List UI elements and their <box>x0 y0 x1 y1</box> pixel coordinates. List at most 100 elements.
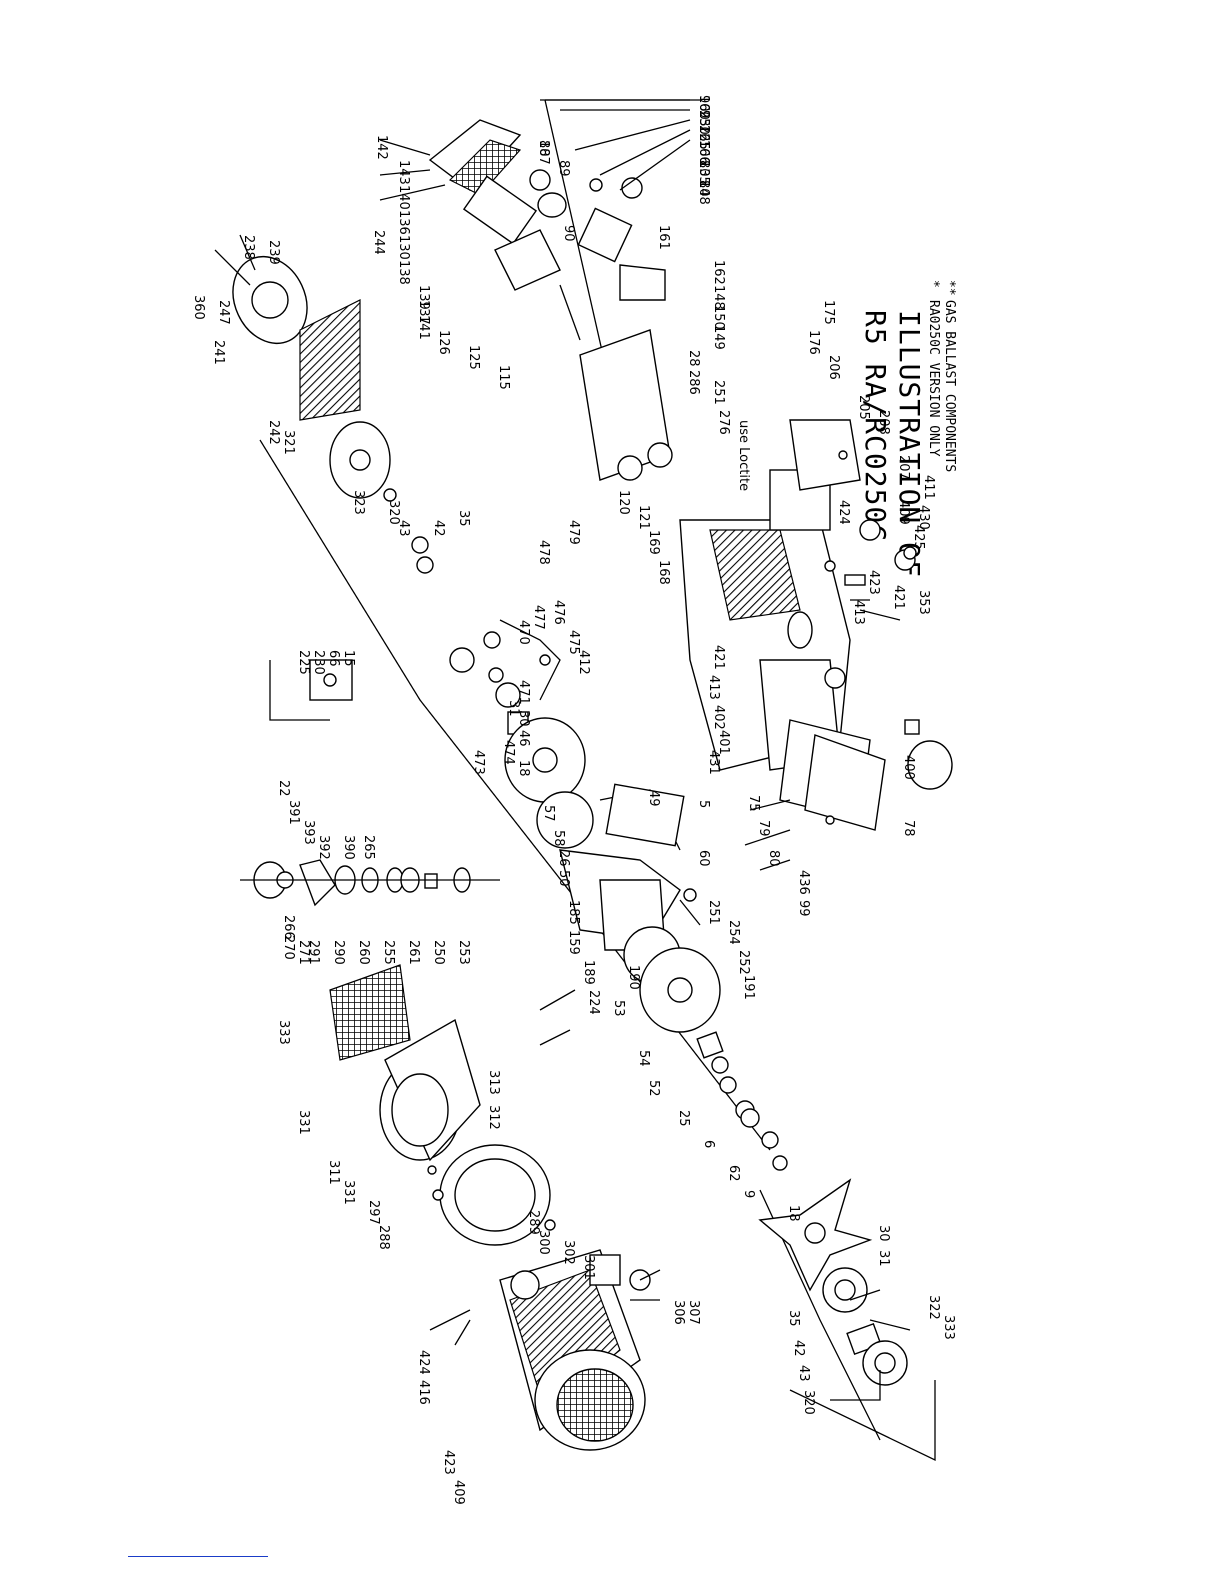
pump-body <box>679 419 861 771</box>
part-callout-477: 477 <box>531 605 546 630</box>
part-callout-150: 150 <box>711 305 726 330</box>
part-callout-242: 242 <box>266 420 281 445</box>
valve-stack <box>240 859 500 907</box>
part-callout-265: 265 <box>361 835 376 860</box>
part-callout-402: 402 <box>711 705 726 730</box>
part-callout-30: 30 <box>516 710 531 727</box>
note-text-2: GAS BALLAST COMPONENTS <box>942 300 957 472</box>
part-callout-331: 331 <box>296 1110 311 1135</box>
part-callout-261: 261 <box>406 940 421 965</box>
part-callout-75: 75 <box>746 795 761 812</box>
part-callout-161: 161 <box>656 225 671 250</box>
leader-lines <box>214 99 936 1462</box>
part-callout-333: 333 <box>941 1315 956 1340</box>
part-callout-46: 46 <box>516 730 531 747</box>
mounting-bracket <box>269 659 353 721</box>
part-callout-306: 306 <box>671 1300 686 1325</box>
part-callout-176: 176 <box>806 330 821 355</box>
part-callout-115: 115 <box>496 365 511 390</box>
fan-blade <box>758 1178 873 1292</box>
part-callout-31: 31 <box>506 700 521 717</box>
part-callout-80: 80 <box>766 850 781 867</box>
part-callout-260: 260 <box>356 940 371 965</box>
part-callout-313: 313 <box>486 1070 501 1095</box>
part-callout-49: 49 <box>646 790 661 807</box>
part-callout-206: 206 <box>826 355 841 380</box>
part-callout-321: 321 <box>281 430 296 455</box>
part-callout-89: 89 <box>556 160 571 177</box>
part-callout-424: 424 <box>416 1350 431 1375</box>
part-callout-286: 286 <box>686 370 701 395</box>
part-callout-320: 320 <box>801 1390 816 1415</box>
part-callout-431: 431 <box>706 750 721 775</box>
part-callout-276: 276 <box>716 410 731 435</box>
part-callout-312: 312 <box>486 1105 501 1130</box>
part-callout-412: 412 <box>576 650 591 675</box>
part-callout-137: 137 <box>416 300 431 325</box>
part-callout-250: 250 <box>431 940 446 965</box>
part-callout-42: 42 <box>791 1340 806 1357</box>
part-callout-54: 54 <box>636 1050 651 1067</box>
part-callout-106: 106 <box>696 140 711 165</box>
part-callout-79: 79 <box>756 820 771 837</box>
part-callout-401: 401 <box>716 730 731 755</box>
part-callout-100: 100 <box>696 95 711 120</box>
part-callout-149: 149 <box>711 325 726 350</box>
part-callout-297: 297 <box>366 1200 381 1225</box>
part-callout-207: 207 <box>896 455 911 480</box>
part-callout-25: 25 <box>676 1110 691 1127</box>
part-callout-166: 166 <box>696 140 711 165</box>
part-callout-130: 130 <box>396 235 411 260</box>
part-callout-62: 62 <box>726 1165 741 1182</box>
part-callout-333: 333 <box>276 1020 291 1045</box>
part-callout-413: 413 <box>851 600 866 625</box>
part-callout-244: 244 <box>371 230 386 255</box>
part-callout-471: 471 <box>516 680 531 705</box>
part-callout-9: 9 <box>741 1190 756 1198</box>
part-callout-84: 84 <box>696 180 711 197</box>
part-callout-165: 165 <box>696 125 711 150</box>
part-callout-301: 301 <box>581 1255 596 1280</box>
part-callout-478: 478 <box>536 540 551 565</box>
filter-housing-top <box>428 119 666 301</box>
motor-flange <box>432 1144 556 1246</box>
part-callout-189: 189 <box>581 960 596 985</box>
part-callout-88: 88 <box>536 140 551 157</box>
part-callout-239: 239 <box>266 240 281 265</box>
part-callout-136: 136 <box>396 210 411 235</box>
part-callout-60: 60 <box>696 850 711 867</box>
endplate-right <box>623 888 721 1033</box>
part-callout-360: 360 <box>191 295 206 320</box>
part-callout-83: 83 <box>696 160 711 177</box>
part-callout-143: 143 <box>396 160 411 185</box>
part-callout-270: 270 <box>281 935 296 960</box>
part-callout-107: 107 <box>536 140 551 165</box>
part-callout-392: 392 <box>316 835 331 860</box>
part-callout-35: 35 <box>786 1310 801 1327</box>
part-callout-139: 139 <box>416 285 431 310</box>
part-callout-390: 390 <box>341 835 356 860</box>
part-callout-411: 411 <box>921 475 936 500</box>
part-callout-425: 425 <box>911 525 926 550</box>
part-callout-302: 302 <box>561 1240 576 1265</box>
cylinder-rods <box>559 284 673 481</box>
part-callout-266: 266 <box>281 915 296 940</box>
part-callout-121: 121 <box>636 505 651 530</box>
part-callout-251: 251 <box>711 380 726 405</box>
part-callout-138: 138 <box>396 260 411 285</box>
fasteners-right <box>825 450 917 825</box>
part-callout-479: 479 <box>566 520 581 545</box>
part-callout-42: 42 <box>431 520 446 537</box>
part-callout-323: 323 <box>351 490 366 515</box>
part-callout-300: 300 <box>536 1230 551 1255</box>
part-callout-470: 470 <box>516 620 531 645</box>
part-callout-271: 271 <box>296 940 311 965</box>
part-callout-208: 208 <box>876 410 891 435</box>
note-mark-1: * <box>926 280 941 288</box>
part-callout-141: 141 <box>416 315 431 340</box>
part-callout-95: 95 <box>696 110 711 127</box>
part-callout-35: 35 <box>456 510 471 527</box>
fan-guard-mesh <box>329 964 411 1061</box>
